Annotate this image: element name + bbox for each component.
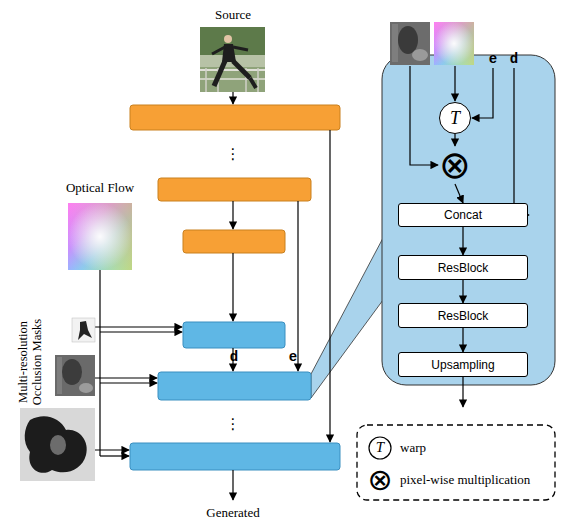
zoom-wedge	[311, 238, 383, 398]
multiply-operator: ⊗	[436, 146, 474, 184]
flow-arrow	[455, 184, 463, 203]
legend-frame	[357, 425, 555, 500]
legend-text: warp	[400, 440, 426, 456]
ellipsis: ⋮	[226, 416, 241, 433]
mask-large	[20, 408, 95, 481]
axis-title: Multi-resolution Occlusion Masks	[16, 306, 45, 418]
ellipsis: ⋮	[226, 146, 241, 163]
node-text: ResBlock	[438, 309, 489, 323]
flow-arrow	[462, 280, 463, 303]
wires	[95, 66, 529, 500]
encoder-block	[183, 230, 285, 253]
decoder-block	[158, 372, 311, 400]
signal-name: e	[489, 51, 497, 67]
flow-arrow	[454, 134, 455, 146]
mask-medium	[55, 355, 95, 396]
node-text: T	[450, 108, 460, 129]
signal-name: e	[289, 349, 297, 365]
optical-flow-image	[68, 203, 132, 270]
process-box: ResBlock	[398, 255, 528, 280]
panel-mask-image	[390, 22, 430, 65]
signal-name: d	[510, 51, 518, 67]
node-text: ⊗	[439, 146, 471, 184]
warp-operator: T	[439, 102, 471, 134]
warp-symbol	[369, 437, 391, 459]
image-title: Optical Flow	[66, 181, 134, 196]
warp-symbol-text: T	[376, 439, 384, 456]
detail-panel	[382, 55, 555, 385]
flow-arrow	[462, 227, 463, 255]
node-text: ResBlock	[438, 261, 489, 275]
process-box: ResBlock	[398, 303, 528, 328]
encoder-block	[158, 178, 311, 201]
flow-arrow	[462, 328, 463, 352]
node-text: Upsampling	[431, 358, 494, 372]
image-title: Source	[215, 8, 251, 23]
signal-name: d	[230, 349, 238, 365]
encoder-block	[130, 105, 340, 130]
source-image	[200, 27, 265, 92]
legend-text: pixel-wise multiplication	[400, 472, 530, 488]
process-box: Upsampling	[398, 352, 528, 377]
decoder-block	[130, 443, 340, 470]
image-title: Generated	[206, 506, 259, 521]
process-box: Concat	[398, 203, 528, 227]
multiply-symbol: ⊗	[367, 463, 392, 498]
panel-flow-image	[434, 22, 474, 65]
mask-small	[72, 318, 95, 342]
node-text: Concat	[444, 208, 482, 222]
decoder-block	[183, 322, 285, 348]
